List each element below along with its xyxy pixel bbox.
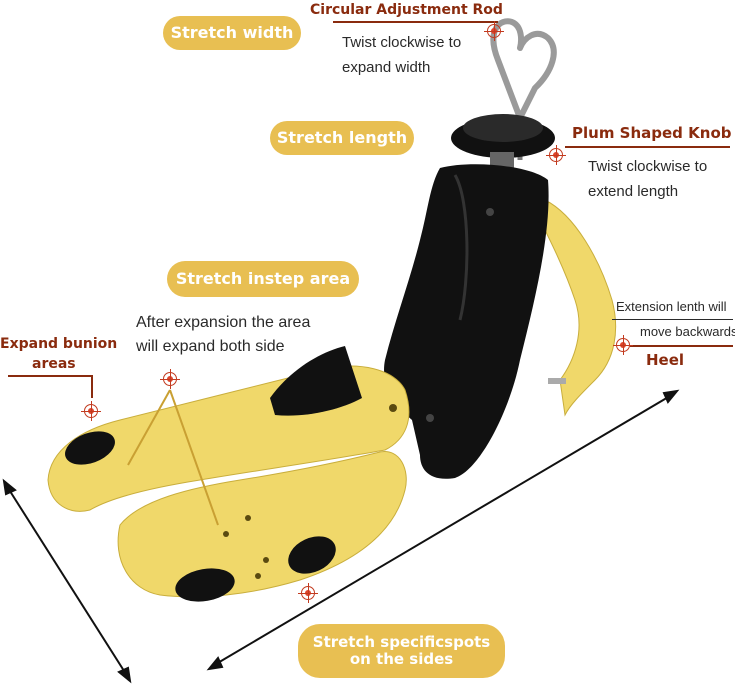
bunion-bracket [8, 375, 93, 398]
bunion-title-line2: areas [32, 356, 76, 372]
rod-target-icon [484, 21, 504, 41]
stretch-instep-label: Stretch instep area [167, 261, 359, 297]
heel-desc-line2: move backwards [640, 324, 735, 339]
leader-lines [127, 389, 219, 526]
heel-target-icon [613, 335, 633, 355]
heel-underline [630, 345, 733, 347]
stretch-spots-line1: Stretch specificspots [312, 632, 491, 651]
black-body [384, 164, 549, 479]
bunion-target-icon [81, 401, 101, 421]
stretch-length-label: Stretch length [270, 121, 414, 155]
heel-title: Heel [646, 351, 685, 369]
side-knob-1 [175, 568, 235, 602]
width-dimension-arrow [2, 478, 132, 684]
knob-desc-line1: Twist clockwise to [588, 158, 708, 175]
instep-target-icon [160, 369, 180, 389]
instep-pad [270, 346, 362, 416]
stretch-spots-label: Stretch specificspots on the sides [298, 624, 505, 678]
side-knob-2 [288, 536, 336, 574]
rod-title: Circular Adjustment Rod [310, 2, 503, 18]
heel-rod [548, 378, 566, 384]
knob-target-icon [546, 145, 566, 165]
rod-desc-line1: Twist clockwise to [342, 34, 462, 51]
instep-desc-line2: will expand both side [136, 338, 285, 355]
instep-desc-line1: After expansion the area [136, 314, 311, 331]
toe-block-lower [117, 451, 407, 598]
length-dimension-arrow [206, 389, 680, 671]
rod-underline [333, 21, 498, 23]
vent-holes [223, 404, 397, 579]
bunion-title-line1: Expand bunion [0, 336, 118, 352]
knob-title: Plum Shaped Knob [572, 124, 732, 142]
stretch-spots-line2: on the sides [349, 650, 454, 668]
rod-desc-line2: expand width [342, 59, 431, 76]
bunion-knob [65, 431, 115, 465]
heel-piece [539, 199, 617, 417]
heart-rod [490, 18, 557, 121]
knob-underline [565, 146, 730, 148]
knob-desc-line2: extend length [588, 183, 679, 200]
heel-desc-line1: Extension lenth will [616, 299, 727, 314]
heel-underline-top [612, 319, 733, 320]
stretch-width-label: Stretch width [163, 16, 301, 50]
side-spot-target-icon [298, 583, 318, 603]
